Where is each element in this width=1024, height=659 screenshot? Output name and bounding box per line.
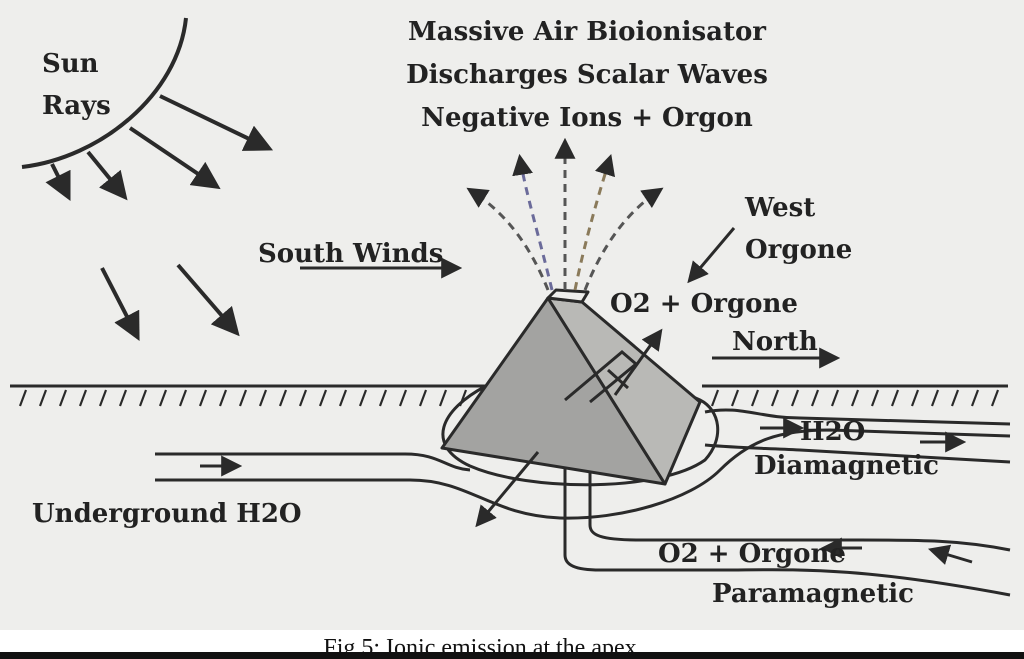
bottom-bar bbox=[0, 652, 1024, 659]
label-o2-orgone-bottom: O2 + Orgone bbox=[658, 539, 846, 569]
ground-hatch-mark bbox=[78, 389, 88, 407]
ground-hatch-mark bbox=[138, 389, 148, 407]
ground-hatch-mark bbox=[218, 389, 228, 407]
label-rays: Rays bbox=[42, 91, 111, 121]
ground-hatch-mark bbox=[298, 389, 308, 407]
label-paramagnetic: Paramagnetic bbox=[712, 579, 914, 609]
ground-hatch-mark bbox=[358, 389, 368, 407]
label-underground-h2o: Underground H2O bbox=[32, 499, 302, 529]
ground-hatch-mark bbox=[38, 389, 48, 407]
ground-hatch-mark bbox=[930, 389, 940, 407]
ground-hatch-mark bbox=[870, 389, 880, 407]
ground-hatch-mark bbox=[730, 389, 740, 407]
ground-hatch-mark bbox=[810, 389, 820, 407]
pyramid bbox=[440, 288, 702, 486]
flow-arrows bbox=[200, 417, 973, 565]
label-diamagnetic: Diamagnetic bbox=[754, 451, 939, 481]
ground-hatch-mark bbox=[438, 389, 448, 407]
ground-hatch-mark bbox=[278, 389, 288, 407]
label-o2-orgone-top: O2 + Orgone bbox=[610, 289, 798, 319]
ground-hatch-mark bbox=[418, 389, 428, 407]
ground-hatch-mark bbox=[378, 389, 388, 407]
ground-hatch-mark bbox=[990, 389, 1000, 407]
label-south-winds: South Winds bbox=[258, 239, 443, 269]
ground-hatch-mark bbox=[950, 389, 960, 407]
label-north: North bbox=[732, 327, 818, 357]
ground-hatch-mark bbox=[910, 389, 920, 407]
ground-hatch-mark bbox=[850, 389, 860, 407]
label-west: West bbox=[744, 193, 815, 223]
ground-hatch-mark bbox=[710, 389, 720, 407]
ground-hatch-mark bbox=[18, 389, 28, 407]
label-sun: Sun bbox=[42, 49, 99, 79]
ground-hatch-mark bbox=[970, 389, 980, 407]
sun-icon bbox=[21, 17, 274, 341]
label-west-orgone: Orgone bbox=[745, 235, 852, 265]
apex-emissions bbox=[466, 137, 664, 291]
ground-hatch-mark bbox=[318, 389, 328, 407]
pipe bbox=[564, 350, 639, 404]
ground-hatch-mark bbox=[830, 389, 840, 407]
ground-hatch-mark bbox=[890, 389, 900, 407]
water-channels bbox=[155, 384, 1011, 597]
diagram-panel bbox=[0, 0, 1024, 630]
ground-hatch-mark bbox=[790, 389, 800, 407]
title-line-2: Discharges Scalar Waves bbox=[406, 60, 768, 90]
label-h2o: H2O bbox=[800, 417, 865, 447]
title-line-3: Negative Ions + Orgon bbox=[421, 103, 753, 133]
ground-hatch-mark bbox=[58, 389, 68, 407]
title-line-1: Massive Air Bioionisator bbox=[408, 17, 766, 47]
ground-hatch-mark bbox=[398, 389, 408, 407]
ground-hatch-mark bbox=[118, 389, 128, 407]
ground-surface bbox=[10, 384, 1008, 407]
ground-hatch-mark bbox=[338, 389, 348, 407]
ground-hatch-mark bbox=[98, 389, 108, 407]
ground-hatch-mark bbox=[770, 389, 780, 407]
ground-hatch-mark bbox=[258, 389, 268, 407]
ground-hatch-mark bbox=[198, 389, 208, 407]
ground-hatch-mark bbox=[158, 389, 168, 407]
ground-hatch-mark bbox=[238, 389, 248, 407]
ground-hatch-mark bbox=[178, 389, 188, 407]
ground-hatch-mark bbox=[750, 389, 760, 407]
